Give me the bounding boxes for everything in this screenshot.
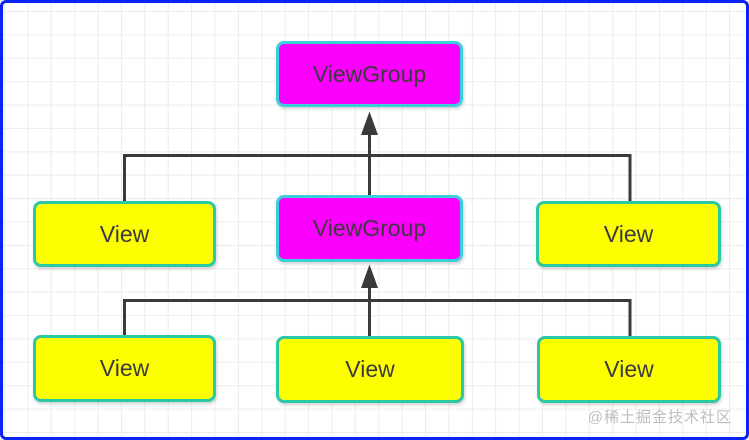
node-view-mid-left: View (33, 201, 216, 267)
node-view-bottom-center: View (276, 336, 464, 403)
node-view-bottom-right: View (537, 336, 721, 403)
node-viewgroup-mid: ViewGroup (276, 195, 463, 262)
node-view-bottom-left: View (33, 335, 216, 402)
arrowhead-to-root (361, 111, 378, 135)
node-viewgroup-root: ViewGroup (276, 41, 463, 107)
edge-bottom-bracket (123, 299, 632, 337)
node-view-mid-right: View (536, 201, 721, 267)
watermark: @稀土掘金技术社区 (587, 409, 732, 426)
arrowhead-to-mid-viewgroup (361, 264, 378, 288)
